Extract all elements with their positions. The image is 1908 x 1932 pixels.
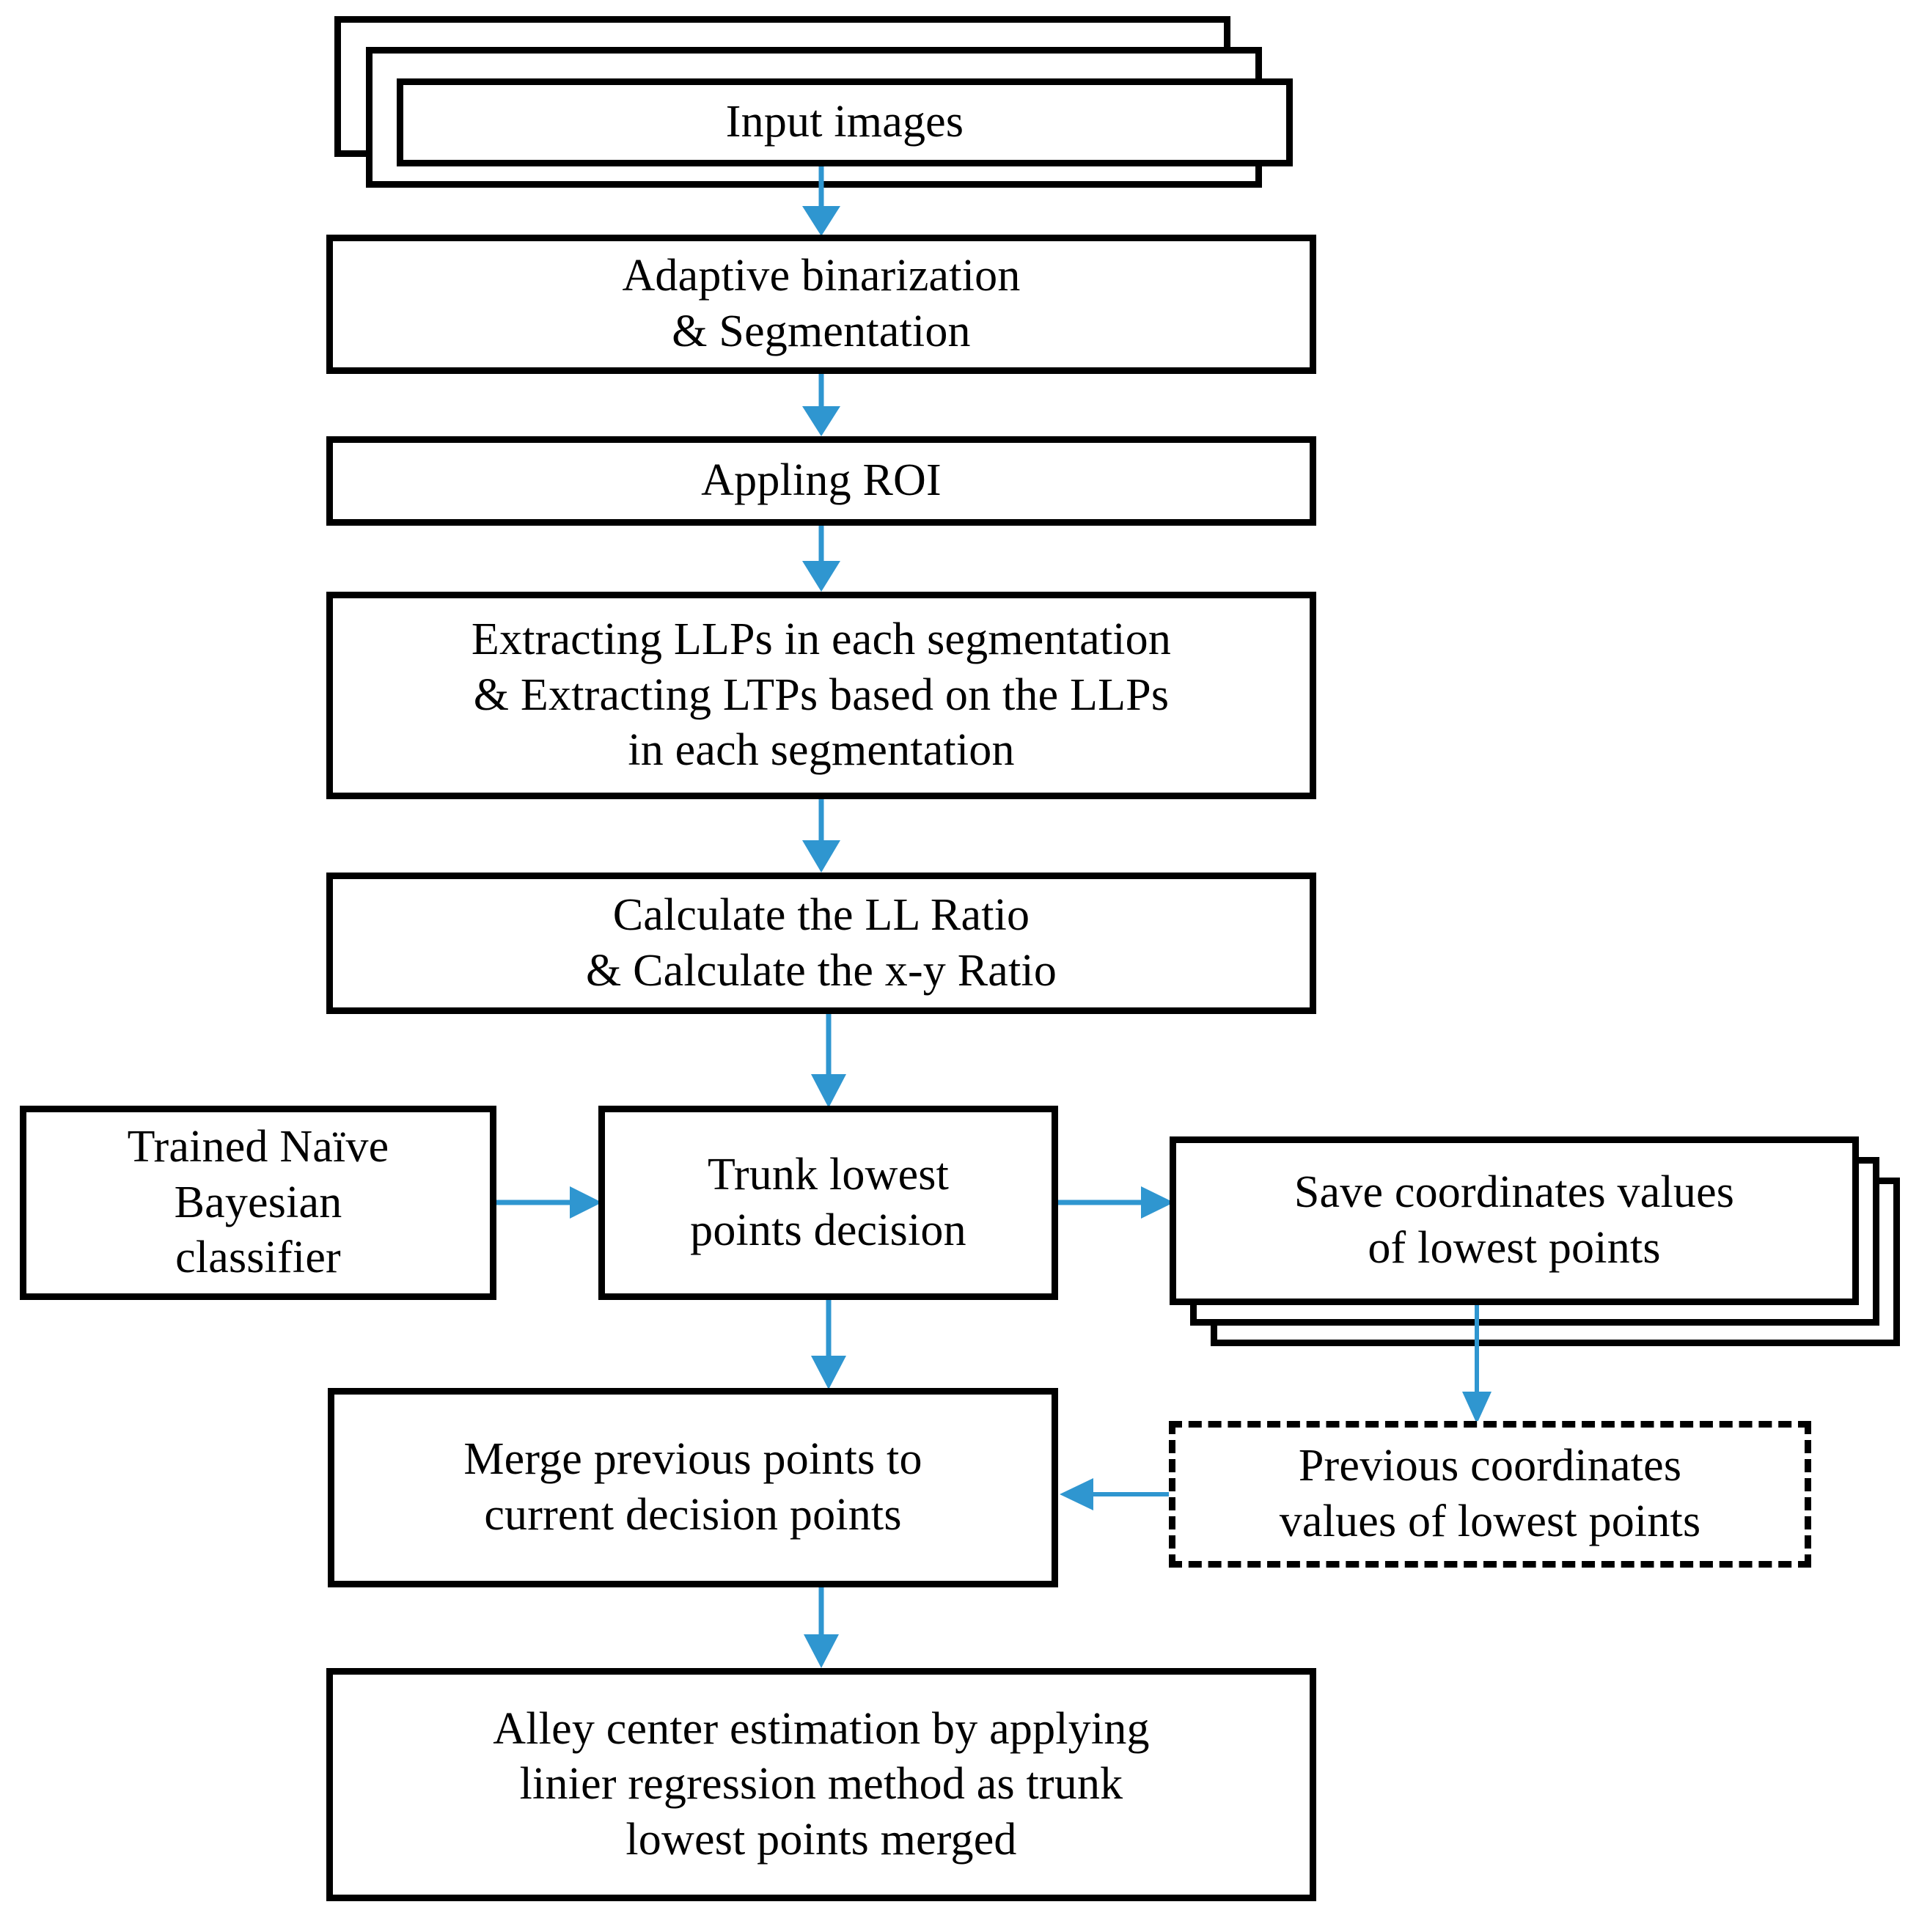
node-trunk-lowest-points[interactable]: Trunk lowest points decision xyxy=(598,1106,1058,1300)
node-save-coordinates[interactable]: Save coordinates values of lowest points xyxy=(1170,1136,1859,1305)
node-calculate-ratio-label: Calculate the LL Ratio & Calculate the x… xyxy=(585,889,1057,996)
edge-binarization-to-roi xyxy=(795,374,848,436)
edge-input-to-binarization xyxy=(795,166,848,236)
node-alley-center-estimation[interactable]: Alley center estimation by applying lini… xyxy=(326,1668,1316,1901)
node-extracting-llps[interactable]: Extracting LLPs in each segmentation & E… xyxy=(326,592,1316,799)
edge-extracting-to-calculate xyxy=(795,799,848,873)
edge-merge-to-alley xyxy=(795,1587,848,1668)
edge-save-to-previous xyxy=(1455,1305,1499,1424)
node-previous-coordinates[interactable]: Previous coordinates values of lowest po… xyxy=(1169,1421,1811,1568)
node-input-images-label: Input images xyxy=(725,97,964,147)
node-merge-points-label: Merge previous points to current decisio… xyxy=(463,1434,922,1540)
node-extracting-llps-label: Extracting LLPs in each segmentation & E… xyxy=(471,614,1172,776)
node-merge-points[interactable]: Merge previous points to current decisio… xyxy=(328,1388,1058,1587)
edge-calculate-to-trunk xyxy=(802,1014,855,1108)
node-previous-coordinates-label: Previous coordinates values of lowest po… xyxy=(1279,1441,1701,1546)
node-appling-roi-label: Appling ROI xyxy=(701,455,942,506)
node-input-images[interactable]: Input images xyxy=(397,78,1293,166)
node-appling-roi[interactable]: Appling ROI xyxy=(326,436,1316,526)
edge-trunk-to-save xyxy=(1058,1180,1174,1224)
node-adaptive-binarization-label: Adaptive binarization & Segmentation xyxy=(622,251,1021,356)
edge-previous-to-merge xyxy=(1058,1472,1172,1516)
node-calculate-ratio[interactable]: Calculate the LL Ratio & Calculate the x… xyxy=(326,873,1316,1014)
node-save-coordinates-label: Save coordinates values of lowest points xyxy=(1294,1167,1735,1273)
node-adaptive-binarization[interactable]: Adaptive binarization & Segmentation xyxy=(326,235,1316,374)
edge-roi-to-extracting xyxy=(795,526,848,592)
edge-classifier-to-trunk xyxy=(496,1180,602,1224)
node-trained-classifier-label: Trained Naïve Bayesian classifier xyxy=(127,1122,389,1283)
node-alley-center-estimation-label: Alley center estimation by applying lini… xyxy=(493,1703,1150,1865)
edge-trunk-to-merge xyxy=(802,1300,855,1389)
node-trunk-lowest-points-label: Trunk lowest points decision xyxy=(690,1149,966,1255)
node-trained-classifier[interactable]: Trained Naïve Bayesian classifier xyxy=(20,1106,496,1300)
